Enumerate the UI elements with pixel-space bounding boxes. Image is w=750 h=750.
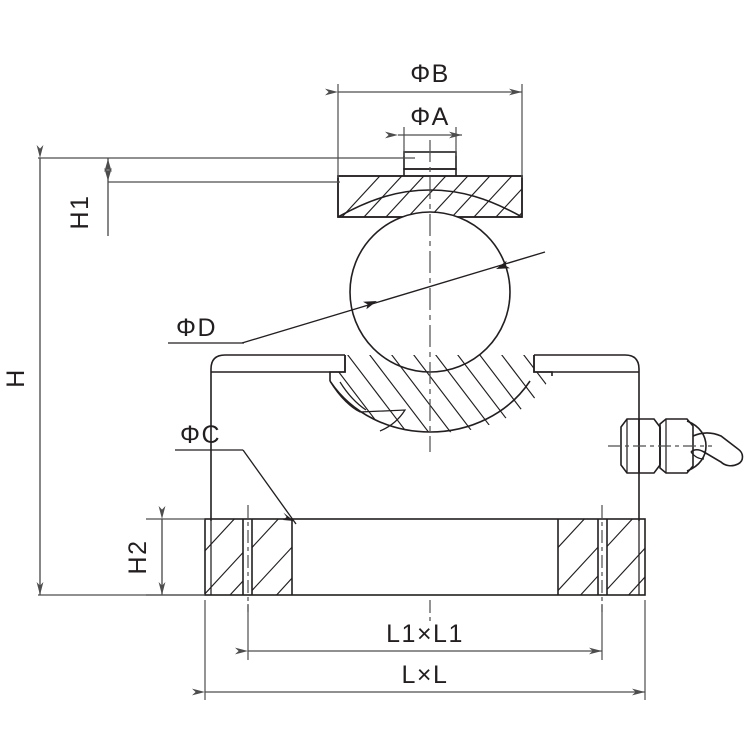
dimension-label-phi-c: ΦC	[180, 421, 221, 449]
section-hatching-flange-left-b	[252, 519, 292, 595]
part-cable-gland	[608, 418, 744, 474]
dimension-h1: H1	[66, 157, 415, 236]
dimension-label-h1: H1	[66, 195, 94, 230]
dimension-h: H	[2, 145, 205, 596]
dimension-label-phi-d: ΦD	[176, 314, 217, 342]
dimension-label-phi-b: ΦB	[410, 60, 450, 88]
part-saddle-seat	[329, 355, 553, 433]
dimension-phi-c: ΦC	[175, 421, 297, 525]
dimension-phi-b: ΦB	[325, 60, 523, 178]
dimension-h2: H2	[124, 506, 205, 596]
dimension-label-lxl: L×L	[402, 661, 449, 689]
section-hatching-flange-right-a	[558, 519, 598, 595]
dimension-phi-d: ΦD	[168, 251, 546, 344]
section-hatching-flange-left-a	[205, 519, 243, 595]
dimension-lxl: L×L	[192, 600, 646, 700]
dimension-l1xl1: L1×L1	[235, 604, 603, 660]
dimension-phi-a: ΦA	[385, 103, 462, 156]
dimension-label-l1xl1: L1×L1	[386, 620, 464, 648]
dimension-label-h: H	[2, 368, 30, 388]
section-hatching-flange-right-b	[607, 519, 645, 595]
dimension-label-phi-a: ΦA	[410, 103, 450, 131]
dimension-label-h2: H2	[124, 540, 152, 575]
part-base-flange	[204, 505, 646, 612]
